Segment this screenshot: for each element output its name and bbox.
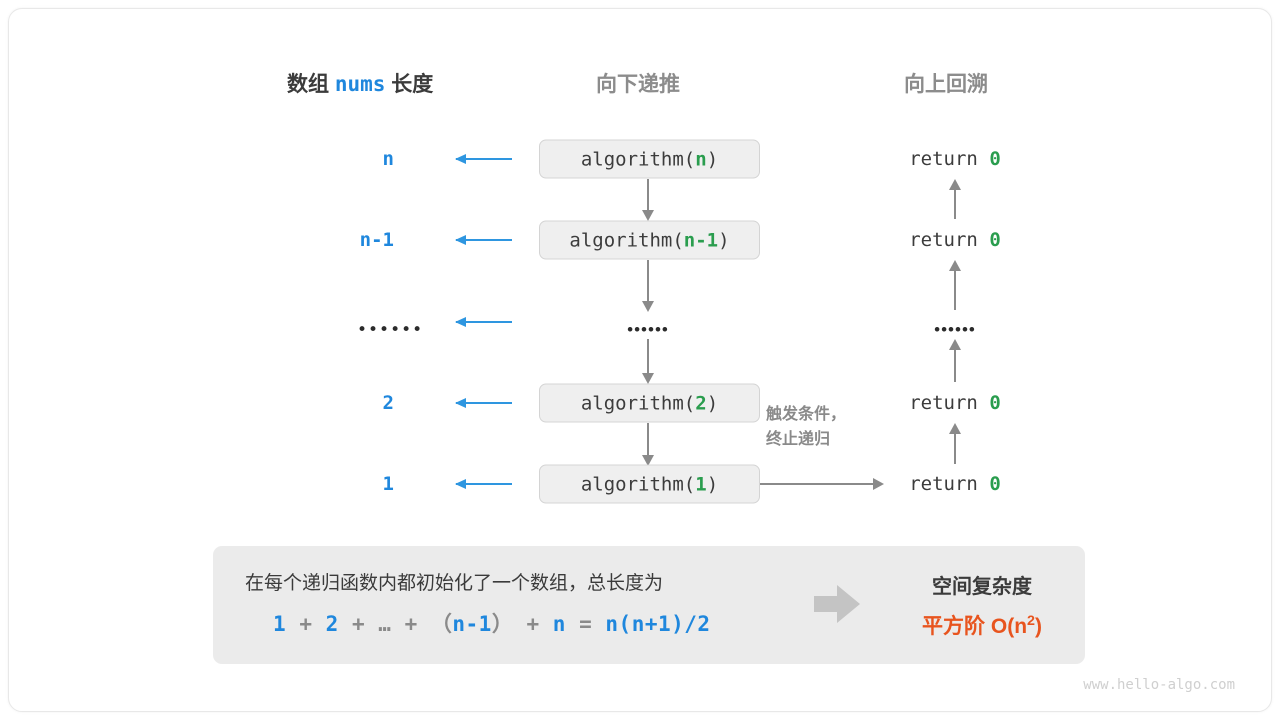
up-arrow-2-to-1: [954, 181, 956, 219]
blue-arrow-row-3: [456, 321, 512, 323]
down-arrow-2-to-ellipsis: [647, 260, 649, 310]
formula-term-10: n: [552, 612, 566, 636]
up-arrow-4-to-ellipsis: [954, 341, 956, 382]
call-arg-row-1: n: [695, 148, 707, 170]
summary-title: 空间复杂度: [932, 576, 1032, 598]
summary-complexity-value: 平方阶 O(n2): [887, 610, 1077, 640]
complexity-exponent: 2: [1027, 613, 1035, 629]
call-box-row-4[interactable]: algorithm(2): [539, 383, 760, 423]
formula-term-2: 2: [325, 612, 339, 636]
trigger-condition-note: 触发条件， 终止递归: [766, 403, 896, 453]
length-label-row-1: n: [382, 148, 394, 170]
call-name-row-2: algorithm(: [569, 229, 684, 251]
return-row-1: return 0: [909, 148, 1001, 170]
blue-arrow-row-2: [456, 239, 512, 241]
blue-arrow-row-4: [456, 402, 512, 404]
return-value-row-5: 0: [989, 473, 1001, 495]
return-keyword-row-5: return: [909, 473, 978, 495]
formula-term-0: 1: [273, 612, 287, 636]
call-close-row-2: ): [718, 229, 730, 251]
formula-term-5: +: [404, 612, 418, 636]
diagram-card: 数组 nums 长度 向下递推 向上回溯 n algorithm(n) retu…: [8, 8, 1272, 712]
formula-term-9: +: [526, 612, 540, 636]
formula-term-3: +: [351, 612, 366, 636]
formula-term-12: n(n+1)/2: [605, 612, 711, 636]
call-name-row-1: algorithm(: [580, 148, 696, 170]
call-arg-row-4: 2: [695, 392, 707, 414]
return-value-row-1: 0: [989, 148, 1001, 170]
trigger-note-line-2: 终止递归: [766, 430, 831, 448]
length-label-row-2: n-1: [359, 229, 394, 251]
complexity-notation-close: ): [1034, 615, 1042, 638]
base-case-arrow: [760, 483, 882, 485]
formula-term-8: ）: [491, 612, 514, 636]
up-arrow-ellipsis-to-2: [954, 262, 956, 310]
return-keyword-row-1: return: [909, 148, 978, 170]
watermark: www.hello-algo.com: [1083, 677, 1235, 693]
summary-description: 在每个递归函数内都初始化了一个数组，总长度为: [245, 573, 664, 594]
return-ellipsis-row-3: ••••••: [934, 320, 976, 339]
down-arrow-ellipsis-to-4: [647, 339, 649, 382]
header-left-prefix: 数组: [287, 73, 329, 96]
blue-arrow-row-5: [456, 483, 512, 485]
call-name-row-4: algorithm(: [580, 392, 696, 414]
column-header-recurse-down: 向下递推: [596, 73, 680, 96]
call-box-row-1[interactable]: algorithm(n): [539, 139, 760, 179]
return-value-row-4: 0: [989, 392, 1001, 414]
column-header-array-length: 数组 nums 长度: [287, 68, 433, 98]
call-close-row-4: ): [706, 392, 719, 414]
summary-panel: 在每个递归函数内都初始化了一个数组，总长度为 1 + 2 + … + （n-1）…: [213, 546, 1085, 664]
header-left-suffix: 长度: [391, 73, 434, 96]
formula-term-7: n-1: [452, 612, 492, 636]
return-row-2: return 0: [909, 229, 1001, 251]
call-ellipsis-row-3: ••••••: [623, 318, 673, 342]
return-row-4: return 0: [909, 392, 1001, 414]
down-arrow-4-to-5: [647, 423, 649, 464]
length-label-row-4: 2: [382, 392, 394, 414]
call-arg-row-5: 1: [695, 473, 707, 495]
header-left-code: nums: [334, 72, 386, 96]
return-row-5: return 0: [909, 473, 1001, 495]
return-keyword-row-4: return: [909, 392, 978, 414]
formula-term-6: （: [430, 612, 453, 636]
call-close-row-1: ): [706, 148, 719, 170]
return-value-row-2: 0: [989, 229, 1001, 251]
call-name-row-5: algorithm(: [580, 473, 696, 495]
formula-term-11: =: [579, 612, 593, 636]
formula-term-1: +: [299, 612, 313, 636]
complexity-notation-open: O(n: [990, 615, 1028, 638]
return-keyword-row-2: return: [909, 229, 978, 251]
call-box-row-2[interactable]: algorithm(n-1): [539, 220, 760, 260]
summary-formula: 1 + 2 + … + （n-1） + n = n(n+1)/2: [273, 608, 711, 638]
down-arrow-1-to-2: [647, 179, 649, 219]
length-label-row-5: 1: [382, 473, 394, 495]
call-close-row-5: ): [706, 473, 719, 495]
trigger-note-line-1: 触发条件，: [766, 406, 847, 423]
length-label-row-3-ellipsis: ••••••: [357, 320, 424, 340]
column-header-return-up: 向上回溯: [904, 73, 988, 96]
call-box-row-5[interactable]: algorithm(1): [539, 464, 760, 504]
up-arrow-5-to-4: [954, 425, 956, 464]
formula-term-4: …: [378, 612, 392, 636]
complexity-label: 平方阶: [922, 615, 986, 638]
right-block-arrow-icon: [814, 585, 860, 623]
blue-arrow-row-1: [456, 158, 512, 160]
complexity-notation: O(n2): [990, 613, 1042, 638]
call-arg-row-2: n-1: [683, 229, 719, 251]
